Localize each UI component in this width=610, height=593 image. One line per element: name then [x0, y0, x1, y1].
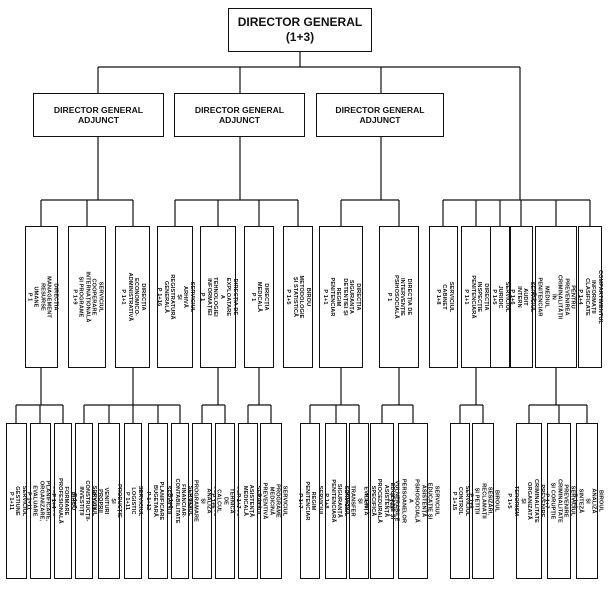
unit-box-l3: SERVICIUL GESTIUNE P 1+11 — [6, 423, 27, 579]
unit-label: DIRECȚIA DE INTERVENȚIE PSIHOSOCIALĂ P 1 — [386, 275, 413, 319]
director-general-box: DIRECTOR GENERAL (1+3) — [228, 8, 372, 52]
unit-box-l3: SERVICIUL PLANIFICARE, ORGANIZARE, EVALU… — [25, 423, 57, 579]
unit-box-l2: DIRECȚIA DE EXPLOATARE A TEHNOLOGIEI INF… — [198, 226, 238, 368]
deputy-director-box-3: DIRECTOR GENERAL ADJUNCT — [316, 93, 444, 137]
unit-label: COMPARTIMENTUL INFORMAȚII CLASIFICATE P … — [577, 269, 604, 325]
deputy-director-label: DIRECTOR GENERAL ADJUNCT — [335, 105, 425, 125]
unit-box-l2: SERVICIUL CABINET P 1+8 — [429, 226, 458, 368]
unit-box-l2: DIRECȚIA SIGURANȚA DETENȚIEI ȘI REGIM PE… — [319, 226, 363, 368]
unit-label: BIROU METODOLOGIE ȘI STATISTICĂ P 1+5 — [285, 275, 312, 319]
unit-box-l3: SERVICIUL LOGISTIC P 1+11 — [123, 423, 143, 579]
unit-box-l2: COMPARTIMENTUL INFORMAȚII CLASIFICATE P … — [577, 226, 604, 368]
deputy-director-box-1: DIRECTOR GENERAL ADJUNCT — [33, 93, 164, 137]
deputy-director-label: DIRECTOR GENERAL ADJUNCT — [194, 105, 285, 125]
unit-box-l3: SERVICIUL REGIM PENITENCIAR P 1+7 — [297, 423, 324, 579]
unit-box-l3: SERVICIUL PRODUCȚIE ȘI VENITURI PROPRII … — [90, 423, 129, 579]
unit-label: DIRECȚIA INSPECȚIE PENITENCIARĂ P 1+1 — [463, 275, 490, 319]
unit-box-l2: SERVICIUL COOPERARE INTERNAȚIONALĂ ȘI PR… — [68, 226, 106, 368]
unit-box-l2: DIRECȚIA MEDICALĂ P 1 — [244, 226, 274, 368]
deputy-director-label: DIRECTOR GENERAL ADJUNCT — [53, 105, 144, 125]
unit-box-l3: SERVICIUL EDUCAȚIE ȘI ASISTENȚĂ PSIHOSOC… — [387, 423, 439, 579]
unit-box-l2: DIRECȚIA INSPECȚIE PENITENCIARĂ P 1+1 — [461, 226, 491, 368]
unit-label: DIRECȚIA SIGURANȚA DETENȚIEI ȘI REGIM PE… — [321, 277, 361, 317]
unit-box-l3: BIROU FORMARE PROFESIONALĂ P 1+4 — [50, 423, 76, 579]
unit-label: DIRECȚIA ECONOMICO- ADMINISTRATIVĂ P 1+1 — [119, 272, 146, 322]
unit-box-l2: DIRECȚIA ECONOMICO- ADMINISTRATIVĂ P 1+1 — [115, 226, 150, 368]
unit-box-l3: SERVICIUL CONSTRUCȚII-INVESTIȚII P 1+7 — [71, 423, 97, 579]
unit-box-l3: SERVICIUL TEHNICĂ DE CALCUL P 1+6 — [209, 423, 241, 579]
unit-label: SERVICIUL COOPERARE INTERNAȚIONALĂ ȘI PR… — [71, 271, 104, 323]
unit-box-l2: DIRECȚIA PENTRU PREVENIREA CRIMINALITĂȚI… — [530, 226, 582, 368]
unit-label: DIRECȚIA DE EXPLOATARE A TEHNOLOGIEI INF… — [198, 277, 238, 317]
unit-box-l2: SERVICIUL AUDIT INTERN P 1+6 — [509, 226, 535, 368]
unit-box-l3: SERVICIUL EVIDENȚĂ ȘI TRANSFER P 1+12 — [343, 423, 375, 579]
director-title: DIRECTOR GENERAL — [237, 15, 363, 29]
unit-box-l2: SERVICIUL ARHIVĂ ȘI REGISTRATURĂ GENERAL… — [155, 226, 195, 368]
unit-label: BIROUL SESIZĂRI, RECLAMAȚII ȘI PETIȚII P… — [467, 483, 500, 519]
unit-box-l3: SERVICIUL DE EDUCAȚIE ȘI ASISTENȚĂ PROCE… — [363, 423, 402, 579]
unit-box-l3: SERVICIUL SIGURANȚĂ PENITENCIARĂ P 1+8 — [323, 423, 349, 579]
unit-label: DIRECȚIA PENTRU PREVENIREA CRIMINALITĂȚI… — [530, 274, 582, 320]
deputy-director-box-2: DIRECTOR GENERAL ADJUNCT — [174, 93, 305, 137]
unit-box-l3: BIROUL SESIZĂRI, RECLAMAȚII ȘI PETIȚII P… — [467, 423, 499, 579]
unit-box-l2: SERVICIUL JURIDIC P 1+5 — [490, 226, 510, 368]
unit-box-l3: SERVICIUL PLANIFICARE BUGETARĂ P 1+12 — [145, 423, 171, 579]
unit-box-l2: DIRECȚIA DE INTERVENȚIE PSIHOSOCIALĂ P 1 — [379, 226, 419, 368]
unit-label: SERVICIUL PROGRAME MEDICINĂ PREVENTIVĂ P… — [255, 482, 288, 520]
unit-box-l3: SERVICIUL CONTROL P 1+15 — [450, 423, 470, 579]
unit-box-l2: BIROU METODOLOGIE ȘI STATISTICĂ P 1+5 — [283, 226, 313, 368]
unit-label: SERVICIUL CABINET P 1+8 — [434, 281, 454, 313]
unit-label: BIROUL ANALIZĂ ȘI SINTEZĂ P 1+3 — [571, 488, 604, 514]
unit-box-l3: SERVICIUL PROGRAME MEDICINĂ PREVENTIVĂ P… — [255, 423, 287, 579]
unit-label: SERVICIUL GESTIUNE P 1+11 — [7, 485, 27, 517]
director-posts: (1+3) — [285, 30, 315, 44]
unit-label: SERVICIUL REGIM PENITENCIAR P 1+7 — [297, 481, 324, 521]
unit-box-l2: DIRECȚIA MANAGEMENT RESURSE UMANE P 1 — [25, 226, 58, 368]
unit-label: SERVICIUL EDUCAȚIE ȘI ASISTENȚĂ PSIHOSOC… — [387, 478, 440, 524]
unit-box-l3: SERVICIUL PREVENIRE CRIMINALITATE ORGANI… — [507, 423, 552, 579]
unit-label: SERVICIUL LOGISTIC P 1+11 — [123, 485, 143, 517]
unit-label: DIRECȚIA MANAGEMENT RESURSE UMANE P 1 — [25, 276, 58, 318]
unit-box-l3: SERVICIUL FINANCIAR-CONTABILITATE P 1+9 — [167, 423, 193, 579]
unit-box-l3: SERVICIUL PREVENIRE CRIMINALITATE ȘI COR… — [543, 423, 575, 579]
unit-label: DIRECȚIA MEDICALĂ P 1 — [249, 281, 269, 313]
unit-box-l3: BIROUL ANALIZĂ ȘI SINTEZĂ P 1+3 — [571, 423, 603, 579]
unit-label: SERVICIUL ARHIVĂ ȘI REGISTRATURĂ GENERAL… — [155, 274, 195, 320]
unit-box-l3: SERVICIUL ASISTENȚĂ MEDICALĂ P 1+7 — [235, 423, 261, 579]
unit-box-l3: SERVICIUL ANALIZĂ ȘI PROGRAMARE P 1+8 — [186, 423, 218, 579]
unit-label: SERVICIUL JURIDIC P 1+5 — [490, 281, 510, 313]
